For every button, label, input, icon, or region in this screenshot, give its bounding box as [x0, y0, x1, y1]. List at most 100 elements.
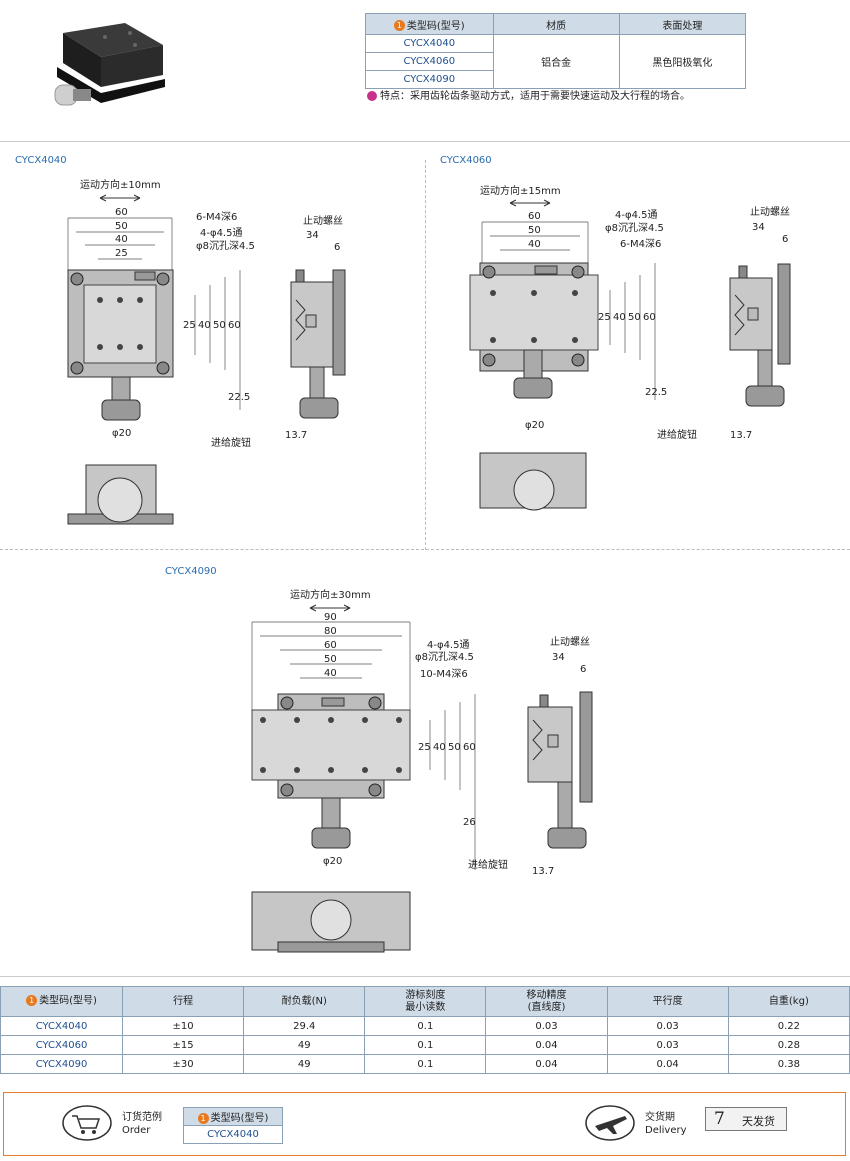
spec-cell: 49 — [243, 1054, 366, 1074]
svg-text:40: 40 — [528, 239, 541, 250]
svg-text:60: 60 — [463, 742, 476, 753]
number-badge-icon: 1 — [26, 995, 38, 1007]
spec-cell: 0.04 — [606, 1054, 729, 1074]
svg-text:34: 34 — [752, 222, 765, 233]
delivery-days-box: 7 天发货 — [705, 1107, 787, 1131]
number-badge-icon: 1 — [393, 20, 405, 31]
svg-text:4-φ4.5通: 4-φ4.5通 — [427, 639, 469, 651]
spec-header: 耐负载(N) — [243, 986, 366, 1017]
svg-text:25: 25 — [418, 742, 431, 753]
svg-text:40: 40 — [115, 234, 128, 245]
svg-text:80: 80 — [324, 626, 337, 637]
svg-text:50: 50 — [324, 654, 337, 665]
svg-text:进给旋钮: 进给旋钮 — [657, 428, 697, 441]
svg-text:进给旋钮: 进给旋钮 — [211, 436, 251, 449]
drawing-cycx4090: 运动方向±30mm 90 80 60 50 40 4-φ4.5通 φ8沉孔深4.… — [251, 588, 593, 953]
divider-vertical — [425, 160, 426, 550]
svg-text:60: 60 — [115, 207, 128, 218]
spec-header: 平行度 — [606, 986, 729, 1017]
spec-header: 移动精度 (直线度) — [485, 986, 608, 1017]
type-code-cell: CYCX4060 — [365, 52, 494, 71]
feature-note: 特点：采用齿轮齿条驱动方式，适用于需要快速运动及大行程的场合。 — [367, 87, 690, 102]
svg-text:26: 26 — [463, 817, 476, 828]
svg-text:60: 60 — [643, 312, 656, 323]
svg-text:40: 40 — [198, 320, 211, 331]
spec-header: 行程 — [122, 986, 245, 1017]
svg-text:60: 60 — [228, 320, 241, 331]
svg-text:13.7: 13.7 — [730, 430, 752, 441]
svg-text:φ20: φ20 — [323, 856, 342, 867]
spec-cell: 29.4 — [243, 1016, 366, 1036]
delivery-label: 交货期 Delivery — [645, 1112, 687, 1136]
svg-text:4-φ4.5通: 4-φ4.5通 — [615, 209, 657, 221]
feature-bullet-icon — [367, 91, 377, 101]
order-label: 订货范例 Order — [122, 1112, 162, 1136]
header-material: 材质 — [492, 13, 620, 35]
table-row: CYCX4040 ±10 29.4 0.1 0.03 0.03 0.22 — [0, 1016, 850, 1036]
svg-text:φ8沉孔深4.5: φ8沉孔深4.5 — [605, 221, 664, 234]
spec-cell: ±10 — [122, 1016, 245, 1036]
spec-cell: 0.38 — [727, 1054, 850, 1074]
svg-text:止动螺丝: 止动螺丝 — [550, 636, 590, 648]
spec-cell: CYCX4040 — [0, 1016, 124, 1036]
drawing-label-4090: CYCX4090 — [165, 566, 217, 577]
svg-text:40: 40 — [613, 312, 626, 323]
drawing-cycx4040: 运动方向±10mm 60 50 40 25 6-M4深6 4-φ4.5通 φ8沉… — [67, 178, 346, 525]
svg-text:6-M4深6: 6-M4深6 — [196, 211, 237, 223]
svg-text:34: 34 — [552, 652, 565, 663]
svg-text:φ8沉孔深4.5: φ8沉孔深4.5 — [415, 650, 474, 663]
cart-icon — [62, 1105, 112, 1141]
svg-text:运动方向±10mm: 运动方向±10mm — [80, 178, 161, 191]
svg-text:50: 50 — [213, 320, 226, 331]
material-cell: 铝合金 — [492, 34, 620, 89]
spec-cell: 0.03 — [606, 1035, 729, 1055]
delivery-days-text: 天发货 — [742, 1115, 775, 1128]
spec-header: 自重(kg) — [727, 986, 850, 1017]
table-row: CYCX4060 ±15 49 0.1 0.04 0.03 0.28 — [0, 1035, 850, 1055]
svg-text:φ8沉孔深4.5: φ8沉孔深4.5 — [196, 239, 255, 252]
svg-text:25: 25 — [598, 312, 611, 323]
spec-cell: 0.28 — [727, 1035, 850, 1055]
spec-cell: 0.04 — [485, 1035, 608, 1055]
table-row: CYCX4090 ±30 49 0.1 0.04 0.04 0.38 — [0, 1054, 850, 1074]
svg-text:60: 60 — [528, 211, 541, 222]
svg-text:6: 6 — [334, 242, 340, 253]
header-surface: 表面处理 — [618, 13, 747, 35]
divider-top — [0, 141, 850, 142]
svg-text:10-M4深6: 10-M4深6 — [420, 668, 468, 680]
airplane-icon — [585, 1105, 635, 1141]
svg-text:13.7: 13.7 — [532, 866, 554, 877]
drawing-cycx4060: 运动方向±15mm 60 50 40 4-φ4.5通 φ8沉孔深4.5 6-M4… — [469, 184, 791, 511]
spec-cell: 0.03 — [606, 1016, 729, 1036]
spec-cell: 0.1 — [364, 1035, 487, 1055]
svg-text:运动方向±30mm: 运动方向±30mm — [290, 588, 371, 601]
svg-text:40: 40 — [324, 668, 337, 679]
spec-cell: CYCX4090 — [0, 1054, 124, 1074]
svg-text:22.5: 22.5 — [228, 392, 250, 403]
svg-text:φ20: φ20 — [525, 420, 544, 431]
spec-cell: 0.22 — [727, 1016, 850, 1036]
svg-text:4-φ4.5通: 4-φ4.5通 — [200, 227, 242, 239]
spec-cell: 0.03 — [485, 1016, 608, 1036]
svg-text:90: 90 — [324, 612, 337, 623]
svg-text:50: 50 — [528, 225, 541, 236]
svg-text:50: 50 — [628, 312, 641, 323]
svg-text:运动方向±15mm: 运动方向±15mm — [480, 184, 561, 197]
product-photo — [54, 23, 165, 106]
spec-cell: 0.04 — [485, 1054, 608, 1074]
svg-text:60: 60 — [324, 640, 337, 651]
drawing-label-4060: CYCX4060 — [440, 155, 492, 166]
drawing-label-4040: CYCX4040 — [15, 155, 67, 166]
svg-text:进给旋钮: 进给旋钮 — [468, 858, 508, 871]
svg-text:φ20: φ20 — [112, 428, 131, 439]
spec-cell: 0.1 — [364, 1054, 487, 1074]
svg-text:34: 34 — [306, 230, 319, 241]
svg-text:6: 6 — [782, 234, 788, 245]
svg-text:6: 6 — [580, 664, 586, 675]
